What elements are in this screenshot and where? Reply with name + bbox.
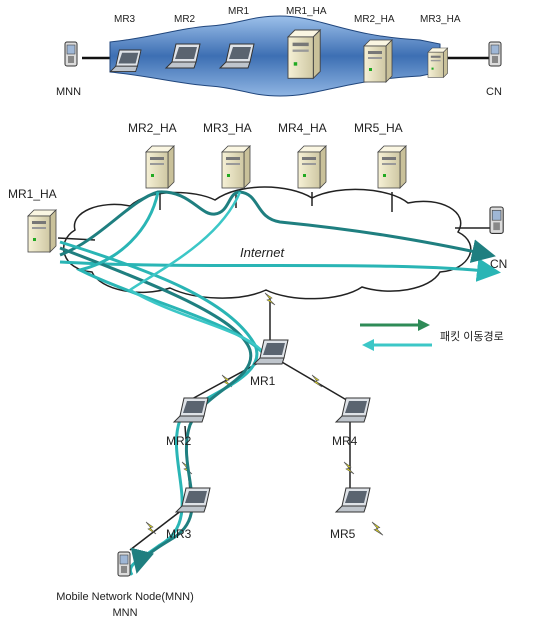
packet-path [75, 191, 264, 354]
server-icon [377, 145, 407, 189]
top-ha-label: MR2_HA [354, 14, 395, 25]
cn-label: CN [490, 257, 507, 271]
server-icon [297, 145, 327, 189]
ha-label: MR4_HA [278, 121, 327, 135]
top-router-label: MR1 [228, 6, 250, 17]
server-icon [145, 145, 175, 189]
laptop-icon [335, 397, 371, 423]
mnn-short-label: MNN [112, 607, 137, 619]
top-diagram: MNN MR3 MR2 MR1 MR1_HA MR2_HA MR3_HA CN [56, 6, 502, 98]
legend: 패킷 이동경로 [360, 319, 504, 351]
legend-label: 패킷 이동경로 [440, 330, 504, 343]
router-label: MR2 [166, 434, 192, 448]
ha-label: MR5_HA [354, 121, 403, 135]
router-label: MR3 [166, 527, 192, 541]
server-icon [27, 209, 57, 253]
server-icon [427, 47, 448, 78]
mnn-caption: Mobile Network Node(MNN) [56, 591, 194, 603]
phone-icon [64, 41, 78, 67]
router-label: MR4 [332, 434, 358, 448]
cloud-label: Internet [240, 245, 285, 260]
laptop-icon [173, 397, 209, 423]
router-label: MR5 [330, 527, 356, 541]
packet-path [59, 258, 501, 282]
top-router-label: MR2 [174, 14, 196, 25]
laptop-icon [253, 339, 289, 365]
router-label: MR1 [250, 374, 276, 388]
server-icon [363, 39, 393, 83]
top-ha-label: MR1_HA [286, 6, 327, 17]
laptop-icon [335, 487, 371, 513]
lightning-icon [343, 461, 355, 475]
top-mnn-label: MNN [56, 86, 81, 98]
server-icon [221, 145, 251, 189]
ha-label: MR3_HA [203, 121, 252, 135]
ha-label: MR2_HA [128, 121, 177, 135]
packet-path [59, 190, 496, 263]
phone-icon [488, 41, 502, 67]
lightning-icon [371, 521, 384, 536]
server-icon [287, 29, 321, 79]
cloud-icon [62, 186, 472, 300]
phone-icon [117, 551, 131, 577]
top-cn-label: CN [486, 86, 502, 98]
main-diagram: Internet MR2_HA MR3_HA MR4_HA MR5_HA MR1… [8, 121, 507, 619]
ha-label: MR1_HA [8, 187, 57, 201]
top-router-label: MR3 [114, 14, 136, 25]
top-ha-label: MR3_HA [420, 14, 461, 25]
phone-icon [489, 206, 504, 234]
packet-path [127, 191, 267, 356]
lightning-icon [145, 521, 157, 535]
